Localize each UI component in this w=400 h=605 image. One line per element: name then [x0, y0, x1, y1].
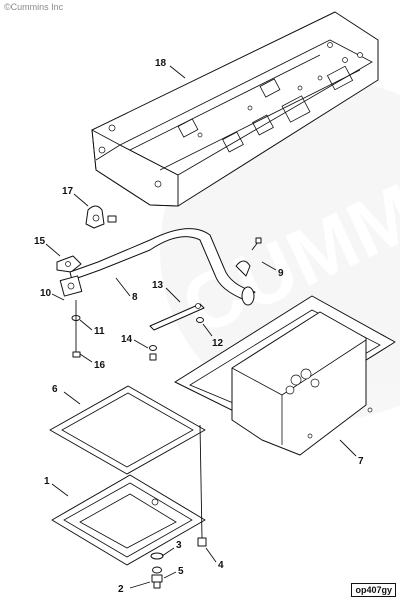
svg-text:10: 10	[40, 288, 52, 299]
svg-text:8: 8	[132, 292, 138, 303]
tube-flange	[56, 255, 82, 273]
support-brace-13	[149, 303, 205, 331]
nut-washer-14	[149, 345, 157, 361]
callout-11: 11	[79, 319, 105, 337]
callout-7: 7	[339, 439, 364, 467]
capscrew-4	[197, 424, 207, 547]
oil-pan-adapter	[51, 474, 206, 566]
callout-16: 16	[79, 353, 106, 371]
svg-text:1: 1	[44, 476, 50, 487]
svg-text:2: 2	[118, 584, 124, 595]
svg-text:9: 9	[278, 268, 284, 279]
svg-text:13: 13	[152, 280, 164, 291]
svg-text:3: 3	[176, 540, 182, 551]
svg-text:12: 12	[212, 338, 224, 349]
engine-block-frame	[91, 11, 379, 207]
callout-6: 6	[52, 384, 81, 405]
svg-text:18: 18	[155, 58, 167, 69]
callout-17: 17	[62, 186, 89, 207]
svg-text:6: 6	[52, 384, 58, 395]
svg-text:4: 4	[218, 560, 224, 571]
callout-8: 8	[115, 277, 138, 303]
svg-text:15: 15	[34, 236, 46, 247]
sender-bracket	[85, 205, 117, 229]
callout-9: 9	[261, 261, 284, 279]
callout-14: 14	[121, 334, 149, 349]
callout-4: 4	[205, 547, 224, 571]
capscrew-16	[72, 300, 81, 358]
callout-3: 3	[161, 540, 182, 557]
callout-2: 2	[118, 581, 151, 595]
callout-10: 10	[40, 288, 65, 301]
svg-text:7: 7	[358, 456, 364, 467]
callout-18: 18	[155, 58, 186, 79]
svg-text:5: 5	[178, 566, 184, 577]
fastener-12	[196, 317, 204, 323]
oil-suction-tube	[69, 228, 256, 306]
figure-reference: op407gy	[351, 583, 396, 597]
drain-plug-assembly	[150, 552, 164, 589]
tube-fitting-block	[59, 275, 83, 297]
oil-pan-gasket	[49, 385, 206, 475]
callout-1: 1	[44, 476, 69, 497]
oil-pan	[174, 295, 396, 456]
callout-12: 12	[202, 323, 224, 349]
svg-text:16: 16	[94, 360, 106, 371]
svg-text:17: 17	[62, 186, 74, 197]
svg-text:14: 14	[121, 334, 133, 345]
copyright-watermark: ©Cummins Inc	[4, 2, 64, 12]
tube-bracket-9	[235, 237, 262, 277]
callout-5: 5	[163, 566, 184, 579]
callout-15: 15	[34, 236, 61, 257]
svg-text:11: 11	[94, 326, 105, 337]
callout-13: 13	[152, 280, 181, 303]
